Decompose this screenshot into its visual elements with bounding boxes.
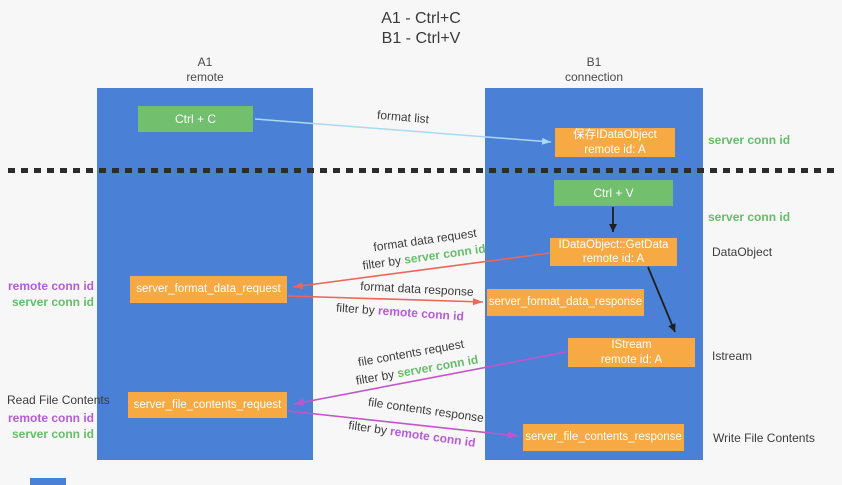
node-istream: IStream remote id: A xyxy=(568,338,695,367)
label-remote-conn-id-2: remote conn id xyxy=(8,411,95,425)
label-group-conn-ids-1: remote conn id server conn id xyxy=(8,279,94,310)
arrow-label-filter-by-remote-2: filter by remote conn id xyxy=(348,418,477,450)
lane-b1-id: B1 xyxy=(586,55,602,69)
node-ctrl-c-label: Ctrl + C xyxy=(174,111,216,126)
node-save-line2: remote id: A xyxy=(584,143,646,156)
label-dataobject: DataObject xyxy=(712,245,773,259)
node-file-resp-label: server_file_contents_response xyxy=(525,431,682,444)
title-line-1: A1 - Ctrl+C xyxy=(381,10,461,27)
node-save-line1: 保存IDataObject xyxy=(573,129,657,142)
node-format-resp-label: server_format_data_response xyxy=(488,296,643,309)
filter-value-remote-1: remote conn id xyxy=(377,303,465,324)
dotted-divider xyxy=(8,168,834,173)
label-server-conn-id-1: server conn id xyxy=(11,294,94,309)
lane-a1-name: remote xyxy=(186,70,224,84)
filter-prefix-2: filter by xyxy=(335,300,379,318)
filter-prefix-3: filter by xyxy=(354,366,399,388)
node-server-format-data-response: server_format_data_response xyxy=(487,289,644,316)
node-server-file-contents-response: server_file_contents_response xyxy=(523,424,684,451)
node-format-req-label: server_format_data_request xyxy=(136,283,281,296)
node-server-file-contents-request: server_file_contents_request xyxy=(128,392,287,418)
node-server-format-data-request: server_format_data_request xyxy=(130,276,287,303)
arrow-label-filter-by-remote-1: filter by remote conn id xyxy=(336,301,465,324)
filter-prefix-4: filter by xyxy=(347,418,392,438)
node-idataobject-getdata: IDataObject::GetData remote id: A xyxy=(550,238,677,266)
lane-header-b1-connection: B1 connection xyxy=(534,55,654,85)
node-ctrl-v: Ctrl + V xyxy=(554,180,673,206)
node-save-idataobject: 保存IDataObject remote id: A xyxy=(555,128,675,157)
label-remote-conn-id-1: remote conn id xyxy=(8,279,95,293)
filter-prefix-1: filter by xyxy=(361,252,406,273)
lane-header-a1-remote: A1 remote xyxy=(145,55,265,85)
title-line-2: B1 - Ctrl+V xyxy=(381,30,461,47)
arrow-label-format-list: format list xyxy=(376,107,430,127)
label-server-conn-id-2: server conn id xyxy=(11,426,94,441)
label-write-file-contents: Write File Contents xyxy=(713,431,815,445)
diagram-title: A1 - Ctrl+C B1 - Ctrl+V xyxy=(0,9,842,49)
node-istream-line2: remote id: A xyxy=(600,353,663,366)
label-group-conn-ids-2: remote conn id server conn id xyxy=(8,411,94,442)
bottom-left-strip xyxy=(30,478,66,485)
label-server-conn-id-top: server conn id xyxy=(708,133,791,147)
label-server-conn-id-mid: server conn id xyxy=(708,210,791,224)
lane-b1-name: connection xyxy=(564,70,624,84)
node-file-req-label: server_file_contents_request xyxy=(133,398,282,411)
arrow-label-file-contents-response: file contents response xyxy=(367,394,485,426)
node-getdata-line2: remote id: A xyxy=(582,253,645,265)
arrow-label-format-data-response: format data response xyxy=(360,279,474,299)
node-ctrl-c: Ctrl + C xyxy=(138,106,253,132)
node-ctrl-v-label: Ctrl + V xyxy=(593,185,634,200)
node-istream-line1: IStream xyxy=(611,339,652,352)
label-istream: Istream xyxy=(712,349,753,363)
filter-value-remote-2: remote conn id xyxy=(389,424,477,450)
label-read-file-contents: Read File Contents xyxy=(7,393,110,407)
node-getdata-line1: IDataObject::GetData xyxy=(558,238,669,251)
lane-a1-id: A1 xyxy=(197,55,213,69)
